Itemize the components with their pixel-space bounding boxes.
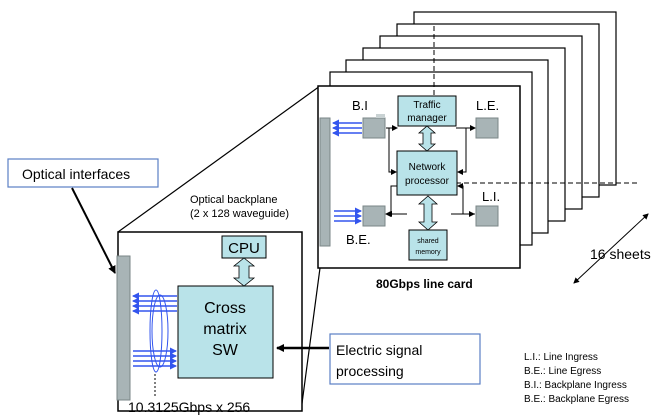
optical-interfaces-callout xyxy=(7,158,159,188)
network-processor-label-1: Network xyxy=(409,162,447,173)
legend-item-be: B.E.: Backplane Egress xyxy=(524,394,629,405)
np-mem-double-arrow xyxy=(417,195,439,231)
cpu-label: CPU xyxy=(228,240,260,257)
backplane-label-2: (2 x 128 waveguide) xyxy=(190,208,289,220)
abbreviation-legend: L.I.: Line Ingress B.E.: Line Egress B.I… xyxy=(524,352,629,405)
legend-item-li: L.I.: Line Ingress xyxy=(524,352,598,363)
shared-memory-label-1: shared xyxy=(417,238,439,245)
optical-interfaces-label: Optical interfaces xyxy=(22,166,130,182)
perspective-line-top xyxy=(117,85,321,233)
electric-signal-label-1: Electric signal xyxy=(336,342,422,358)
legend-item-bi: B.I.: Backplane Ingress xyxy=(524,380,627,391)
cross-matrix-label-3: SW xyxy=(212,342,239,359)
backplane-label-1: Optical backplane xyxy=(190,194,277,206)
network-processor-label-2: processor xyxy=(405,176,450,187)
switch-rate-label: 10.3125Gbps x 256 xyxy=(128,399,250,415)
sheets-label: 16 sheets xyxy=(590,246,651,262)
bi-block xyxy=(362,117,386,139)
shared-memory-label-2: memory xyxy=(415,249,441,256)
switch-card-backplane-connector xyxy=(116,255,131,401)
be-label: B.E. xyxy=(346,232,371,247)
bi-label: B.I xyxy=(352,98,368,113)
cross-matrix-label-2: matrix xyxy=(203,321,247,338)
cross-matrix-switch-box xyxy=(177,285,274,379)
sheets-arrow xyxy=(573,213,649,284)
traffic-manager-box xyxy=(397,95,457,127)
le-label: L.E. xyxy=(476,98,499,113)
li-block xyxy=(475,205,499,227)
line-card: Traffic manager Network processor shared… xyxy=(317,25,640,269)
optical-interfaces-pointer xyxy=(71,187,116,274)
li-label: L.I. xyxy=(482,189,500,204)
line-card-caption: 80Gbps line card xyxy=(376,277,473,291)
electric-signal-callout xyxy=(329,333,481,385)
line-card-backplane-connector xyxy=(319,117,331,247)
le-block xyxy=(475,117,499,139)
perspective-line-bottom xyxy=(300,267,321,412)
tm-np-double-arrow xyxy=(417,125,437,152)
network-processor-box xyxy=(396,150,458,196)
cross-matrix-label-1: Cross xyxy=(204,300,246,317)
shared-memory-box xyxy=(408,229,448,261)
traffic-manager-label-2: manager xyxy=(407,113,447,124)
legend-item-le: B.E.: Line Egress xyxy=(524,366,601,377)
switch-card: CPU Cross matrix SW 10.3125Gbps x 256 xyxy=(116,231,303,415)
electric-signal-label-2: processing xyxy=(336,363,404,379)
traffic-manager-label-1: Traffic xyxy=(413,100,440,111)
be-block xyxy=(362,205,386,227)
switch-optical-links xyxy=(132,289,177,373)
